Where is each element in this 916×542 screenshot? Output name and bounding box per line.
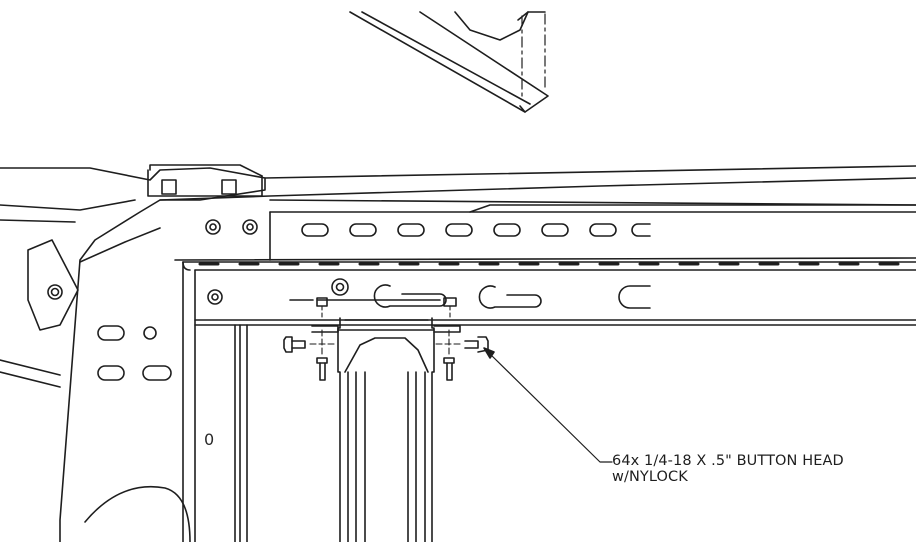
callout-line-1: 64x 1/4-18 X .5" BUTTON HEAD bbox=[612, 453, 844, 469]
lower-keyhole-rail bbox=[182, 261, 916, 326]
fastener-left-vertical bbox=[316, 297, 328, 381]
fastener-right-vertical bbox=[443, 297, 457, 381]
top-bracket bbox=[147, 164, 263, 197]
upper-slotted-rail bbox=[159, 165, 916, 261]
exploded-rail bbox=[349, 11, 549, 113]
fastener-left-horizontal bbox=[283, 325, 339, 353]
center-bracket bbox=[337, 317, 435, 542]
left-end-panel bbox=[0, 167, 266, 542]
fastener-right-horizontal bbox=[433, 325, 489, 353]
part-number-label: 0 bbox=[204, 430, 215, 449]
callout-line-2: w/NYLOCK bbox=[612, 469, 688, 485]
callout-leader bbox=[483, 347, 613, 463]
fastener-callout: 64x 1/4-18 X .5" BUTTON HEAD w/NYLOCK bbox=[612, 453, 912, 485]
left-vertical-post bbox=[182, 261, 248, 542]
